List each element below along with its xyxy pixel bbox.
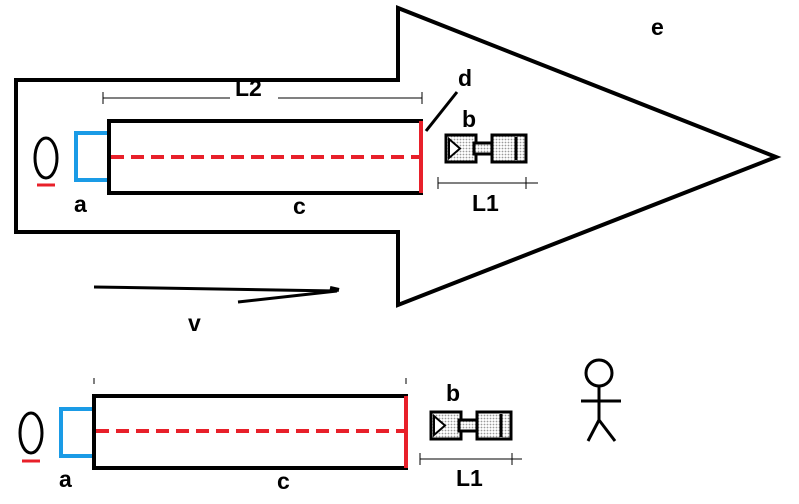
velocity-arrow bbox=[93, 285, 340, 304]
label-c-upper: c bbox=[293, 193, 306, 219]
big-arrow-outline bbox=[14, 5, 782, 308]
label-b-lower: b bbox=[446, 380, 460, 406]
stick-figure-icon bbox=[581, 358, 621, 442]
label-e: e bbox=[651, 14, 664, 40]
lower-eye-icon bbox=[18, 411, 44, 455]
label-L1-lower: L1 bbox=[456, 465, 483, 491]
lower-aperture bbox=[59, 407, 96, 458]
d-pointer-line bbox=[424, 91, 459, 132]
lower-object-b bbox=[429, 410, 513, 441]
lower-apparatus bbox=[18, 378, 522, 470]
upper-apparatus bbox=[33, 91, 538, 195]
upper-aperture bbox=[74, 131, 111, 182]
label-a-lower: a bbox=[59, 466, 72, 492]
label-c-lower: c bbox=[277, 468, 290, 494]
label-a-upper: a bbox=[74, 191, 87, 217]
upper-eye-icon bbox=[33, 136, 59, 180]
label-L2: L2 bbox=[235, 75, 262, 101]
label-d: d bbox=[458, 65, 472, 91]
label-v: v bbox=[188, 310, 201, 336]
upper-object-b bbox=[444, 133, 528, 164]
label-L1-upper: L1 bbox=[472, 190, 499, 216]
label-b-upper: b bbox=[462, 106, 476, 132]
